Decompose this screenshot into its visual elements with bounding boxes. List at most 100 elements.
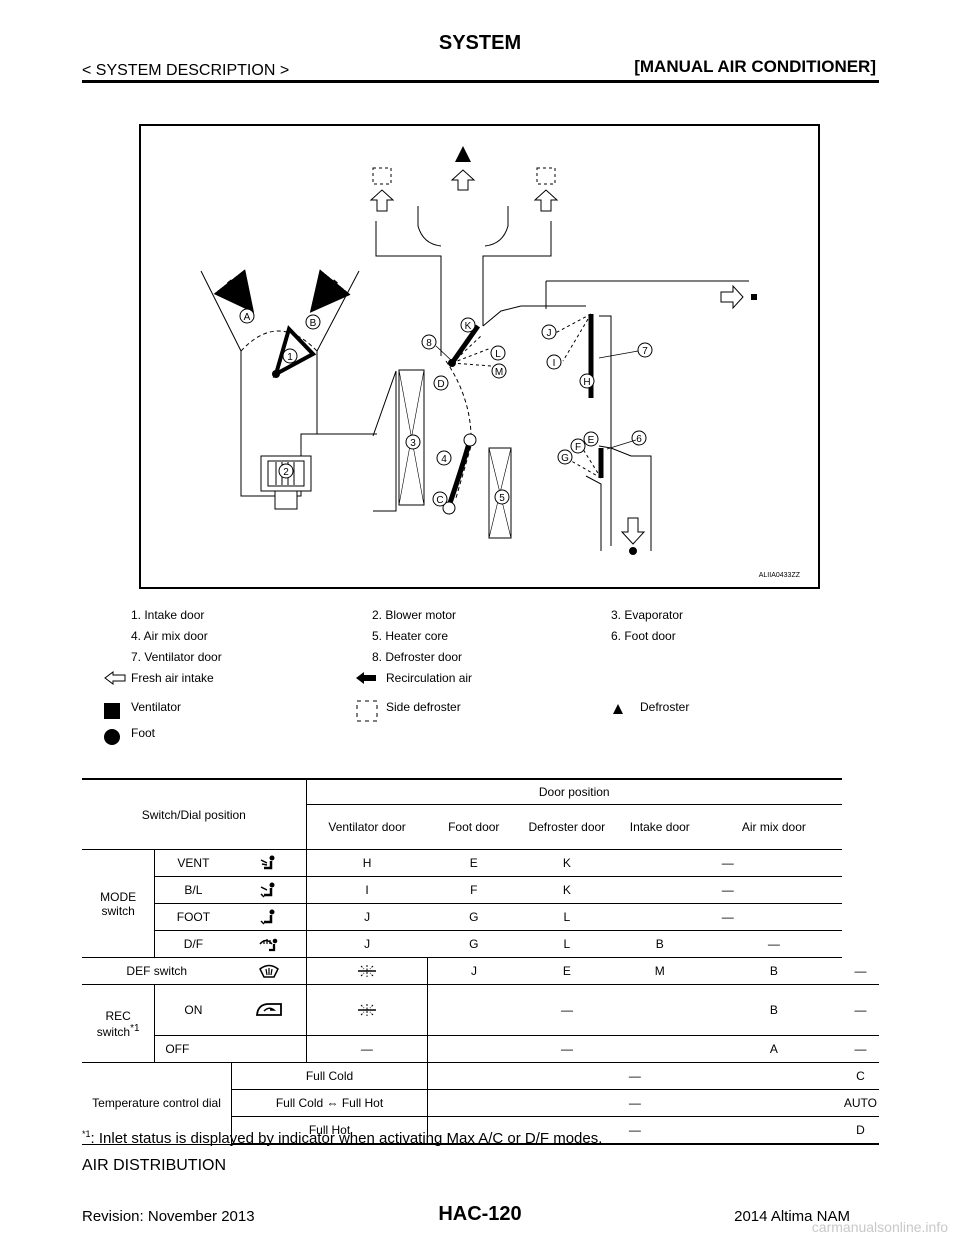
temp-full-cold-airmix: C bbox=[841, 1062, 879, 1090]
bilevel-mode-icon bbox=[231, 876, 307, 904]
table-row-def-foot: D/F J G L B — bbox=[82, 930, 879, 958]
svg-text:3: 3 bbox=[410, 438, 416, 449]
header-door-position: Door position bbox=[305, 778, 842, 805]
bilevel-mode-ventilator: I bbox=[305, 876, 428, 904]
svg-text:J: J bbox=[547, 328, 552, 339]
svg-text:E: E bbox=[588, 435, 595, 446]
def-foot-mode-icon bbox=[231, 930, 307, 958]
rec-on-doors: — bbox=[426, 984, 706, 1036]
svg-text:C: C bbox=[436, 495, 443, 506]
section-heading-air-distribution: AIR DISTRIBUTION bbox=[82, 1157, 227, 1174]
header-intake-door: Intake door bbox=[613, 804, 706, 850]
svg-text:M: M bbox=[495, 367, 503, 378]
rec-off-intake: A bbox=[705, 1035, 842, 1063]
legend-side-defroster: Side defroster bbox=[386, 700, 461, 714]
breadcrumb: < SYSTEM DESCRIPTION > bbox=[82, 62, 290, 79]
defroster-outlet-marker-icon bbox=[455, 146, 471, 162]
mode-switch-label: MODE switch bbox=[82, 849, 155, 958]
mode-name: FOOT bbox=[154, 903, 232, 931]
vent-mode-ventilator: H bbox=[305, 849, 428, 877]
legend-fresh-air: Fresh air intake bbox=[131, 671, 214, 685]
ventilator-outlet-arrow bbox=[720, 284, 744, 310]
diagram-id: ALIIA0433ZZ bbox=[758, 572, 800, 579]
bilevel-mode-defroster: K bbox=[520, 876, 614, 904]
foot-circle-icon bbox=[104, 729, 120, 745]
table-row-bilevel: B/L I F K — bbox=[82, 876, 879, 904]
temp-full-hot-doors: — bbox=[426, 1116, 842, 1145]
svg-text:G: G bbox=[561, 453, 569, 464]
temp-cold-hot-airmix: AUTO bbox=[841, 1089, 879, 1117]
header-rule bbox=[82, 80, 879, 83]
vent-mode-defroster: K bbox=[520, 849, 614, 877]
def-switch-foot: E bbox=[520, 957, 614, 985]
rec-switch-label: REC switch*1 bbox=[82, 984, 155, 1063]
outlet-arrow-center bbox=[450, 169, 476, 191]
table-subheader-row: Ventilator door Foot door Defroster door… bbox=[82, 804, 879, 850]
header-foot-door: Foot door bbox=[427, 804, 521, 850]
vent-mode-foot: E bbox=[427, 849, 521, 877]
def-switch-label: DEF switch bbox=[82, 957, 232, 985]
svg-text:1: 1 bbox=[287, 352, 293, 363]
temp-full-hot: Full Hot bbox=[231, 1116, 428, 1145]
side-defroster-outlet-left bbox=[372, 167, 392, 185]
rec-on-label: ON bbox=[154, 984, 232, 1036]
mode-name: VENT bbox=[154, 849, 232, 877]
def-switch-defroster: M bbox=[613, 957, 706, 985]
svg-text:D: D bbox=[437, 379, 444, 390]
def-foot-mode-defroster: L bbox=[520, 930, 614, 958]
foot-mode-defroster: L bbox=[520, 903, 614, 931]
mode-name: B/L bbox=[154, 876, 232, 904]
legend-defroster: Defroster bbox=[640, 700, 690, 714]
table-row-vent: MODE switch VENT H E K — bbox=[82, 849, 879, 958]
fresh-air-arrow-icon bbox=[104, 671, 126, 685]
diagram-number-labels: 1 2 3 4 5 6 7 8 bbox=[278, 334, 653, 505]
svg-text:2: 2 bbox=[283, 467, 289, 478]
svg-text:B: B bbox=[310, 318, 317, 329]
vent-mode-intake-airmix: — bbox=[613, 849, 842, 877]
air-mix-door bbox=[446, 439, 473, 507]
temp-cold-hot-doors: — bbox=[426, 1089, 842, 1117]
rec-off-doors: — bbox=[426, 1035, 706, 1063]
legend-blower-motor: 2. Blower motor bbox=[372, 608, 457, 622]
rec-off-label: OFF bbox=[154, 1035, 307, 1063]
page-number: HAC-120 bbox=[438, 1203, 522, 1225]
table-row-rec-off: OFF — — A — bbox=[82, 1035, 879, 1063]
svg-text:H: H bbox=[583, 377, 590, 388]
legend-defroster-door: 8. Defroster door bbox=[372, 650, 463, 664]
bilevel-mode-foot: F bbox=[427, 876, 521, 904]
indicator-on-icon bbox=[305, 984, 428, 1036]
rec-on-intake: B bbox=[705, 984, 842, 1036]
defroster-switch-icon bbox=[231, 957, 307, 985]
recirculation-arrow-icon bbox=[356, 672, 376, 684]
diagram-letter-labels: A B C D E F G H I J K L M bbox=[239, 308, 599, 507]
air-flow-diagram: A B C D E F G H I J K L M 1 2 3 4 5 6 7 … bbox=[139, 124, 820, 589]
outlet-arrow-right bbox=[533, 189, 559, 212]
temp-dial-label: Temperature control dial bbox=[82, 1062, 232, 1145]
defroster-door bbox=[449, 324, 481, 365]
legend-heater-core: 5. Heater core bbox=[372, 629, 449, 643]
def-foot-mode-ventilator: J bbox=[305, 930, 428, 958]
ventilator-outlet-marker-icon bbox=[751, 294, 757, 300]
table-row-cold-hot: Full Cold ⇔ Full Hot — AUTO bbox=[82, 1089, 879, 1117]
svg-text:8: 8 bbox=[426, 338, 432, 349]
svg-text:A: A bbox=[244, 312, 251, 323]
rec-off-indicator: — bbox=[305, 1035, 428, 1063]
def-foot-mode-intake: B bbox=[613, 930, 706, 958]
page-title: SYSTEM bbox=[438, 32, 522, 54]
section-tag: [MANUAL AIR CONDITIONER] bbox=[634, 57, 876, 76]
revision-date: Revision: November 2013 bbox=[82, 1208, 255, 1225]
table-row-def-switch: DEF switch J E M B — bbox=[82, 957, 879, 985]
svg-text:I: I bbox=[553, 358, 556, 369]
def-foot-mode-foot: G bbox=[427, 930, 521, 958]
recirculation-switch-icon bbox=[231, 984, 307, 1036]
rec-off-airmix: — bbox=[841, 1035, 879, 1063]
svg-text:K: K bbox=[465, 321, 472, 332]
header-ventilator-door: Ventilator door bbox=[305, 804, 428, 850]
vent-mode-icon bbox=[231, 849, 307, 877]
header-switch-dial: Switch/Dial position bbox=[82, 778, 307, 850]
foot-mode-foot: G bbox=[427, 903, 521, 931]
ventilator-square-icon bbox=[104, 703, 120, 719]
legend-recirc: Recirculation air bbox=[386, 671, 473, 685]
mode-name: D/F bbox=[154, 930, 232, 958]
outlet-arrow-left bbox=[369, 189, 395, 212]
